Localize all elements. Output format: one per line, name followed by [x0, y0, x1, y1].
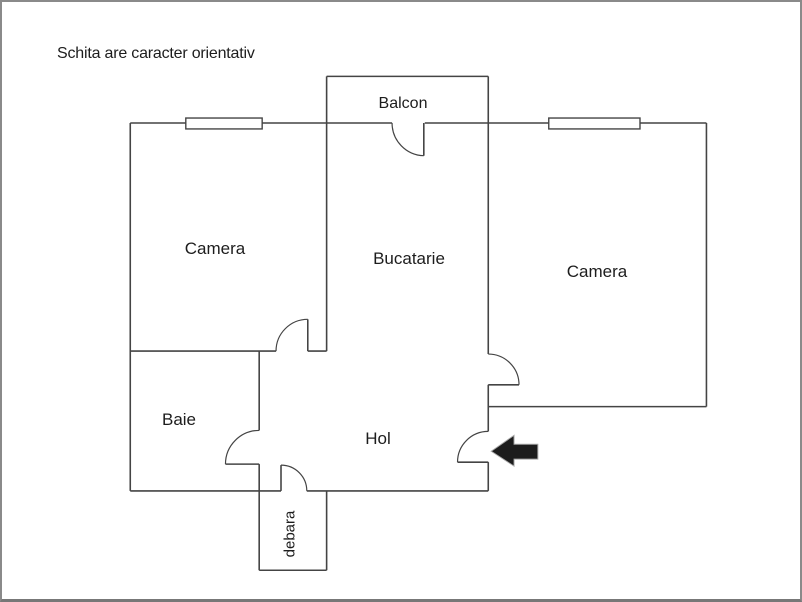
entrance-arrow-icon: [490, 434, 539, 468]
camera-right-door-arc: [488, 353, 520, 385]
balcon-door: [391, 122, 425, 157]
plan-disclaimer-title: Schita are caracter orientativ: [57, 45, 255, 62]
apartment-walls: [129, 75, 708, 572]
camera-left-door: [275, 318, 309, 352]
debara-walls: [259, 490, 328, 572]
baie-door-arc: [224, 429, 260, 465]
debara-door-arc: [280, 464, 308, 491]
room-label-hol: Hol: [365, 429, 391, 448]
window-camera-left: [185, 117, 263, 130]
entrance-door: [456, 430, 489, 463]
window-camera-right: [548, 117, 641, 130]
room-label-camera-left: Camera: [184, 239, 246, 258]
room-label-camera-right: Camera: [566, 262, 628, 281]
debara-door: [280, 464, 308, 491]
room-label-bucatarie: Bucatarie: [373, 249, 445, 268]
room-label-debara: debara: [281, 510, 299, 558]
room-label-balcon: Balcon: [378, 95, 428, 112]
camera-left-door-arc: [275, 318, 308, 352]
entrance-door-arc: [456, 430, 489, 463]
balcon-door-arc: [391, 122, 424, 157]
room-label-baie: Baie: [161, 410, 197, 429]
baie-door: [224, 429, 260, 465]
camera-right-door: [488, 353, 520, 386]
